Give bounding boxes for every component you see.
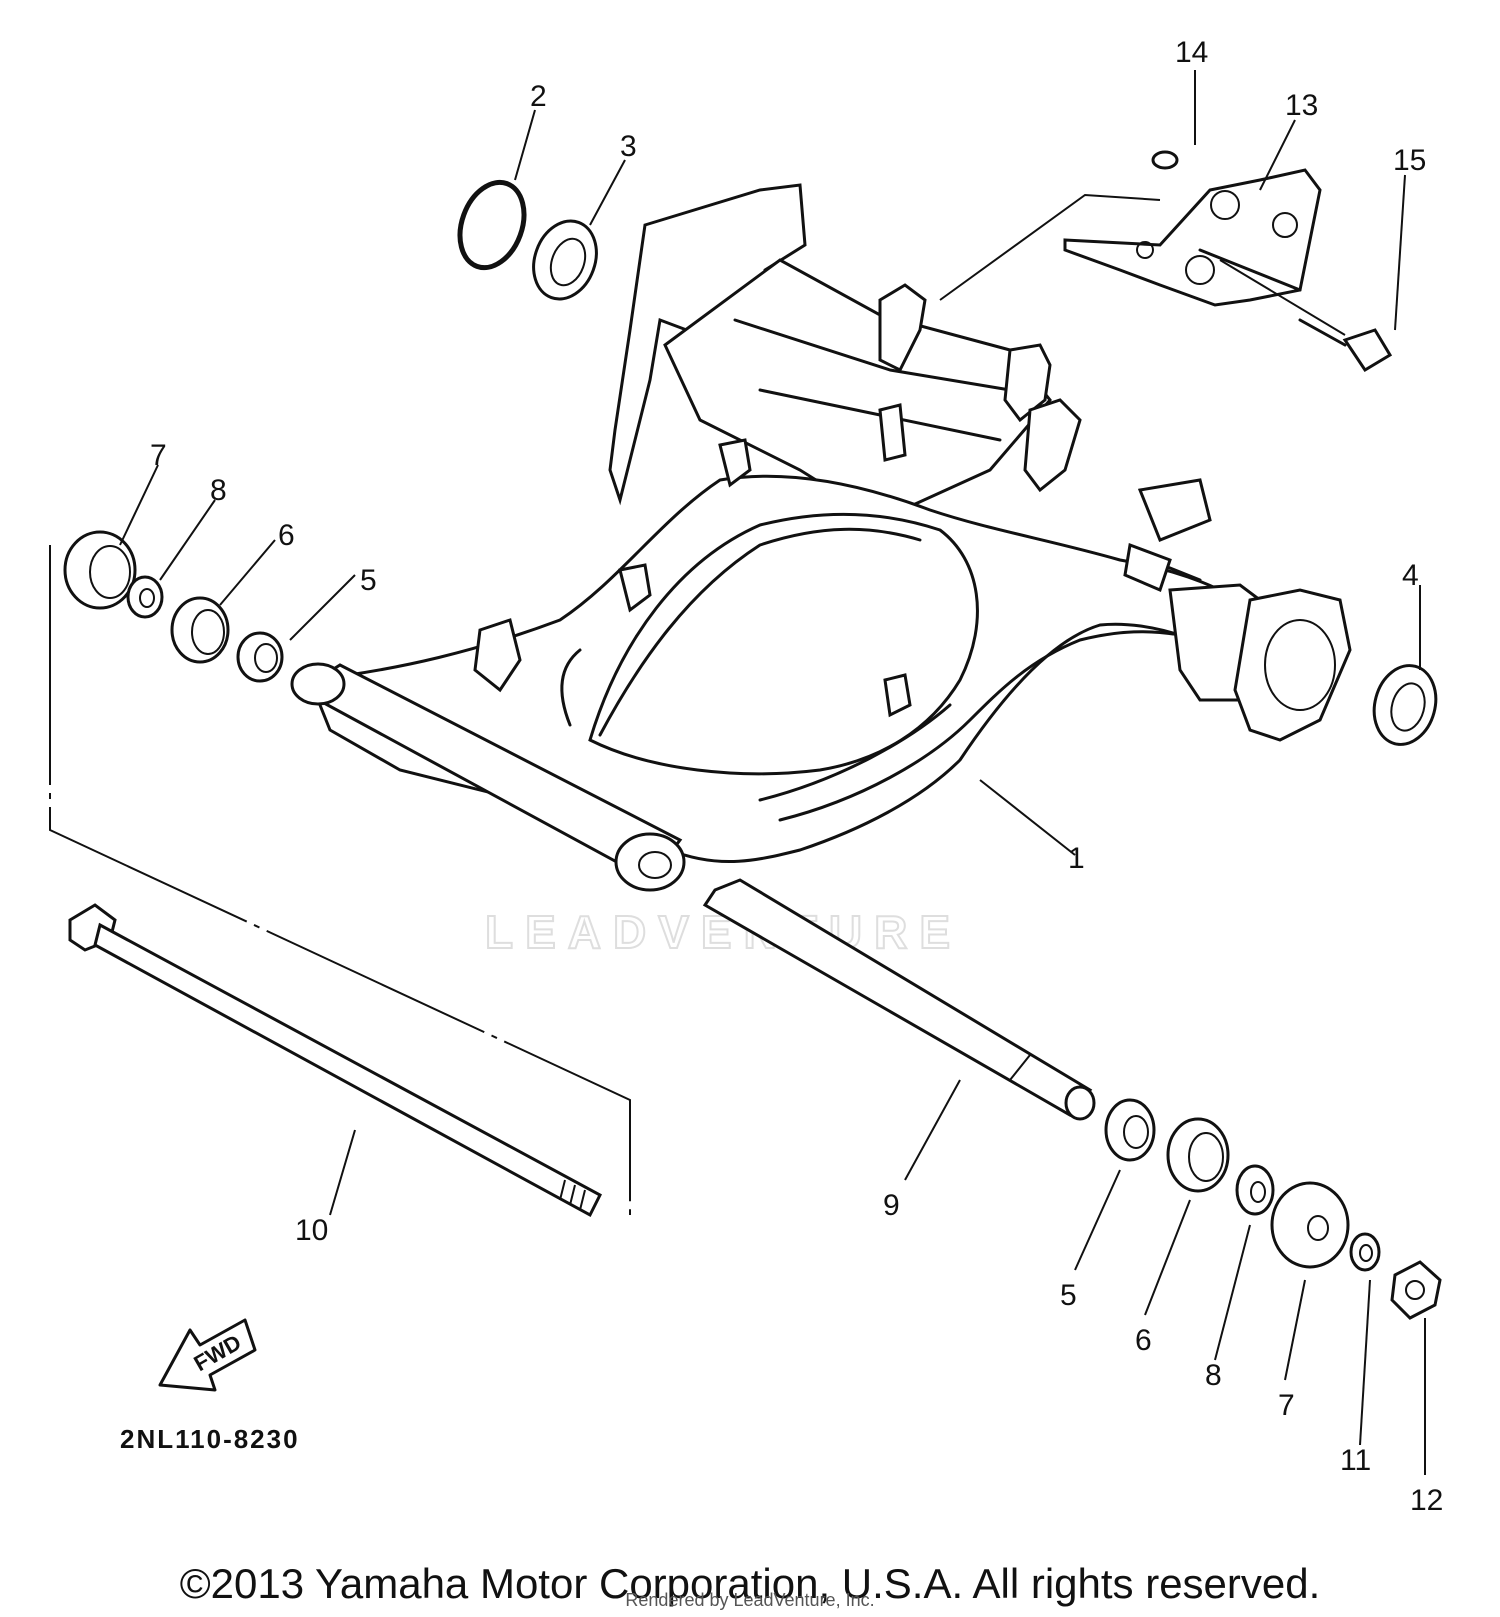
part-2-o-ring: [457, 179, 527, 271]
callout-5-right: 5: [1060, 1279, 1077, 1312]
leader-bracket: [939, 193, 1161, 301]
callout-1: 1: [1068, 842, 1085, 875]
callout-10: 10: [295, 1214, 328, 1247]
swingarm-body: [290, 183, 1352, 892]
part-7-collar-left: [63, 530, 137, 610]
callout-12: 12: [1410, 1484, 1443, 1517]
part-12-nut: [1390, 1260, 1442, 1320]
callout-14: 14: [1175, 36, 1208, 69]
callout-3: 3: [620, 130, 637, 163]
watermark-text: LEADVENTURE: [485, 906, 962, 958]
diagram-code: 2NL110-8230: [120, 1424, 300, 1454]
part-11-washer: [1349, 1232, 1381, 1272]
part-10-pivot-shaft: [68, 903, 602, 1218]
part-4-oil-seal: [1372, 664, 1438, 746]
part-8-washer-right: [1235, 1164, 1275, 1216]
callout-2: 2: [530, 80, 547, 113]
callout-6-left: 6: [278, 519, 295, 552]
part-5-bearing-right: [1104, 1098, 1156, 1162]
callout-labels: 1 2 3 4 5 5 6 6 7 7 8 8 9 10 11 12 13 14…: [150, 36, 1443, 1517]
callout-9: 9: [883, 1189, 900, 1222]
callout-15: 15: [1393, 144, 1426, 177]
callout-5-left: 5: [360, 564, 377, 597]
callout-11: 11: [1340, 1444, 1371, 1477]
leader-15: [1219, 259, 1346, 336]
part-9-axle: [702, 878, 1096, 1121]
callout-7-right: 7: [1278, 1389, 1295, 1422]
watermark: LEADVENTURE: [484, 687, 962, 959]
rendered-by-text: Rendered by LeadVenture, Inc.: [625, 1590, 875, 1610]
leader-lines: [119, 70, 1426, 1475]
part-6-bushing-left: [170, 596, 230, 664]
callout-13: 13: [1285, 89, 1318, 122]
callout-8-right: 8: [1205, 1359, 1222, 1392]
part-15-bolt: [1298, 318, 1393, 373]
callout-4: 4: [1402, 559, 1419, 592]
callout-6-right: 6: [1135, 1324, 1152, 1357]
copyright-text: ©2013 Yamaha Motor Corporation, U.S.A. A…: [179, 1560, 1321, 1607]
callout-7-left: 7: [150, 439, 167, 472]
callout-8-left: 8: [210, 474, 227, 507]
part-7-collar-right: [1270, 1181, 1350, 1269]
part-14-cap: [1151, 150, 1179, 170]
assembly-bracket-line: [49, 545, 631, 1215]
part-3-oil-seal: [532, 219, 598, 301]
fwd-arrow: FWD: [158, 1318, 257, 1392]
part-8-washer-left: [126, 575, 164, 619]
part-6-bushing-right: [1166, 1117, 1230, 1193]
part-13-bracket: [1063, 168, 1322, 307]
part-5-bearing-left: [236, 631, 284, 683]
